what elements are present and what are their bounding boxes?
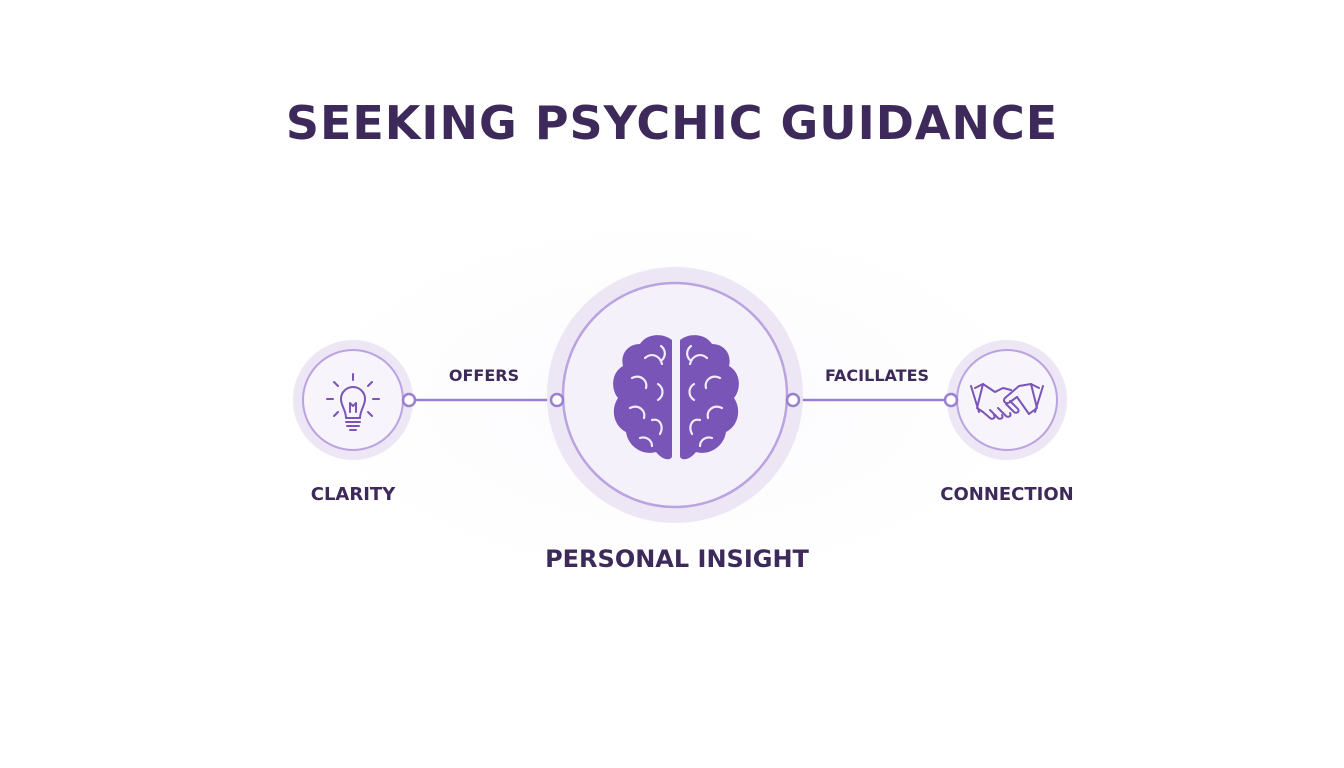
page-title: SEEKING PSYCHIC GUIDANCE	[285, 96, 1059, 150]
node-label-connection: CONNECTION	[940, 484, 1074, 505]
node-label-personal-insight: PERSONAL INSIGHT	[545, 545, 809, 573]
edge-label-right: FACILLATES	[824, 366, 930, 385]
node-clarity	[293, 340, 413, 460]
node-personal-insight	[547, 267, 803, 523]
connector-dot	[401, 392, 417, 408]
edge-label-left: OFFERS	[448, 366, 520, 385]
node-connection	[947, 340, 1067, 460]
connector-dot	[549, 392, 565, 408]
connector-dot	[943, 392, 959, 408]
handshake-icon	[970, 383, 1044, 420]
node-label-clarity: CLARITY	[310, 484, 396, 505]
lightbulb-icon	[326, 373, 380, 431]
connector-dot	[785, 392, 801, 408]
brain-icon	[613, 335, 739, 460]
